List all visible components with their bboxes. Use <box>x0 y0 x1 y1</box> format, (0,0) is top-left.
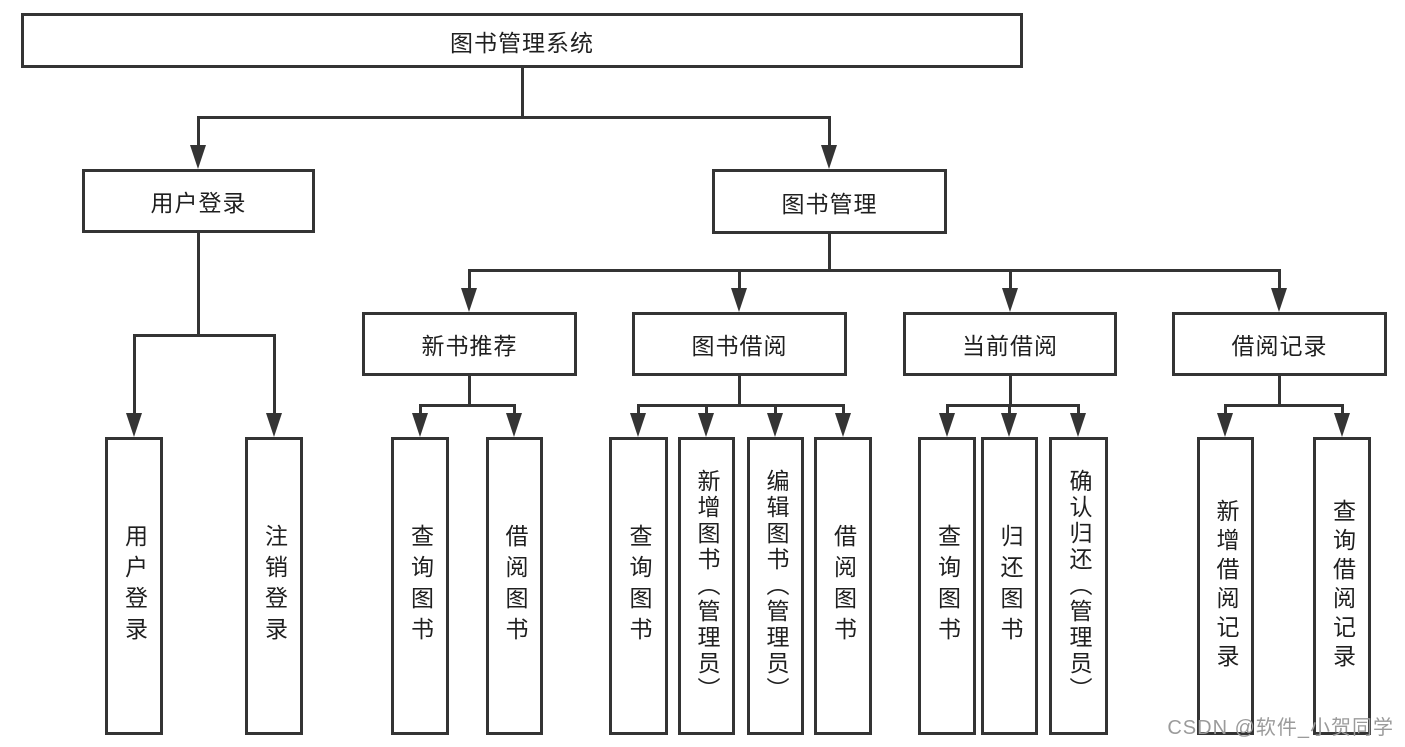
arrowhead-icon <box>821 145 837 169</box>
connector-rail <box>418 403 516 407</box>
connector-drop <box>468 268 471 302</box>
arrowhead-icon <box>630 413 646 437</box>
node-new-book-rec: 新书推荐 <box>362 312 577 376</box>
arrowhead-icon <box>125 413 142 437</box>
arrowhead-icon <box>834 413 851 437</box>
node-label: 借阅图书 <box>830 524 857 648</box>
node-label: 用户登录 <box>121 524 148 648</box>
node-label: 编辑图书（管理员） <box>763 469 789 703</box>
node-label: 图书管理 <box>781 190 878 217</box>
node-root: 图书管理系统 <box>21 13 1023 68</box>
connector-drop <box>197 115 200 159</box>
connector-drop <box>132 333 136 427</box>
connector-drop <box>1008 268 1012 302</box>
arrowhead-icon <box>938 413 955 437</box>
node-label: 借阅记录 <box>1231 333 1328 359</box>
connector-trunk <box>468 376 471 407</box>
node-br-query-record: 查询借阅记录 <box>1313 437 1371 735</box>
node-label: 查询图书 <box>934 524 961 648</box>
node-book-mgmt: 图书管理 <box>712 169 947 234</box>
node-bb-query-book: 查询图书 <box>609 437 668 735</box>
node-label: 图书借阅 <box>691 333 788 359</box>
connector-trunk <box>738 376 741 407</box>
node-bb-add-book: 新增图书（管理员） <box>678 437 735 735</box>
arrowhead-icon <box>1271 288 1287 312</box>
connector-trunk <box>828 234 831 272</box>
node-label: 查询图书 <box>407 524 434 648</box>
node-nb-borrow-book: 借阅图书 <box>486 437 543 735</box>
node-label: 借阅图书 <box>502 524 528 648</box>
node-user-login: 用户登录 <box>82 169 315 233</box>
connector-trunk <box>1008 376 1012 407</box>
arrowhead-icon <box>506 413 522 437</box>
arrowhead-icon <box>411 413 428 437</box>
node-current-borrow: 当前借阅 <box>903 312 1117 376</box>
arrowhead-icon <box>1070 413 1086 437</box>
node-login: 用户登录 <box>105 437 163 735</box>
node-label: 查询图书 <box>626 524 652 648</box>
connector-trunk <box>1278 376 1281 407</box>
node-label: 新增借阅记录 <box>1213 499 1239 673</box>
connector-rail <box>468 268 1281 272</box>
node-bb-edit-book: 编辑图书（管理员） <box>747 437 804 735</box>
node-label: 新增图书（管理员） <box>694 469 720 703</box>
connector-rail <box>637 403 845 407</box>
node-logout: 注销登录 <box>245 437 303 735</box>
watermark: CSDN @软件_小贺同学 <box>1167 717 1394 739</box>
node-cb-query-book: 查询图书 <box>918 437 976 735</box>
node-label: 用户登录 <box>150 190 247 216</box>
node-label: 注销登录 <box>261 524 288 648</box>
arrowhead-icon <box>698 413 714 437</box>
node-label: 归还图书 <box>997 524 1023 648</box>
connector-drop <box>272 333 276 427</box>
connector-rail <box>945 403 1080 407</box>
node-cb-confirm: 确认归还（管理员） <box>1049 437 1108 735</box>
node-book-borrow: 图书借阅 <box>632 312 847 376</box>
node-label: 确认归还（管理员） <box>1066 469 1092 703</box>
arrowhead-icon <box>265 413 282 437</box>
connector-rail <box>132 333 276 337</box>
node-bb-borrow-book: 借阅图书 <box>814 437 872 735</box>
arrowhead-icon <box>767 413 783 437</box>
arrowhead-icon <box>461 288 477 312</box>
node-label: 当前借阅 <box>962 333 1058 359</box>
connector-drop <box>828 115 831 159</box>
arrowhead-icon <box>1001 413 1017 437</box>
arrowhead-icon <box>1217 413 1233 437</box>
arrowhead-icon <box>190 145 206 169</box>
arrowhead-icon <box>1001 288 1018 312</box>
connector-drop <box>1278 268 1281 302</box>
connector-rail <box>197 115 831 119</box>
node-br-add-record: 新增借阅记录 <box>1197 437 1254 735</box>
node-cb-return-book: 归还图书 <box>981 437 1038 735</box>
arrowhead-icon <box>1333 413 1350 437</box>
node-borrow-records: 借阅记录 <box>1172 312 1387 376</box>
connector-rail <box>1224 403 1344 407</box>
arrowhead-icon <box>731 288 747 312</box>
node-nb-query-book: 查询图书 <box>391 437 449 735</box>
connector-trunk <box>520 68 524 119</box>
connector-drop <box>738 268 741 302</box>
connector-trunk <box>197 233 200 337</box>
node-label: 新书推荐 <box>421 333 518 359</box>
node-label: 查询借阅记录 <box>1329 499 1356 673</box>
node-label: 图书管理系统 <box>450 29 594 56</box>
